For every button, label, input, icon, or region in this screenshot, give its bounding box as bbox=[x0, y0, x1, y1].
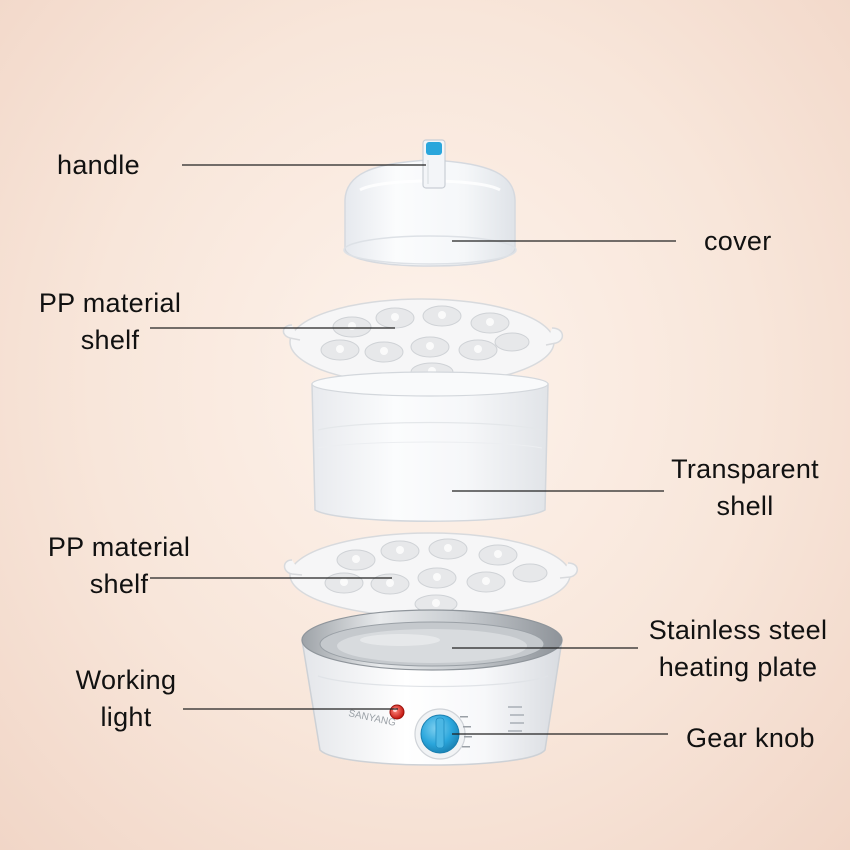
handle-part bbox=[423, 140, 445, 188]
label-heating-plate-line2: heating plate bbox=[636, 649, 840, 686]
label-working-light: Working light bbox=[62, 662, 190, 736]
label-bottom-shelf-line2: shelf bbox=[36, 566, 202, 603]
label-transparent-shell: Transparent shell bbox=[655, 451, 835, 525]
label-top-shelf-line1: PP material bbox=[27, 285, 193, 322]
bottom-shelf-part bbox=[285, 533, 578, 617]
label-bottom-shelf-line1: PP material bbox=[36, 529, 202, 566]
label-handle: handle bbox=[57, 147, 140, 184]
label-working-light-line2: light bbox=[62, 699, 190, 736]
label-heating-plate: Stainless steel heating plate bbox=[636, 612, 840, 686]
label-transparent-shell-line1: Transparent bbox=[655, 451, 835, 488]
label-working-light-line1: Working bbox=[62, 662, 190, 699]
label-gear-knob: Gear knob bbox=[686, 720, 815, 757]
label-heating-plate-line1: Stainless steel bbox=[636, 612, 840, 649]
label-cover: cover bbox=[704, 223, 772, 260]
working-light-indicator bbox=[390, 705, 404, 719]
label-transparent-shell-line2: shell bbox=[655, 488, 835, 525]
label-top-shelf: PP material shelf bbox=[27, 285, 193, 359]
transparent-shell-part bbox=[312, 372, 548, 521]
label-top-shelf-line2: shelf bbox=[27, 322, 193, 359]
label-bottom-shelf: PP material shelf bbox=[36, 529, 202, 603]
